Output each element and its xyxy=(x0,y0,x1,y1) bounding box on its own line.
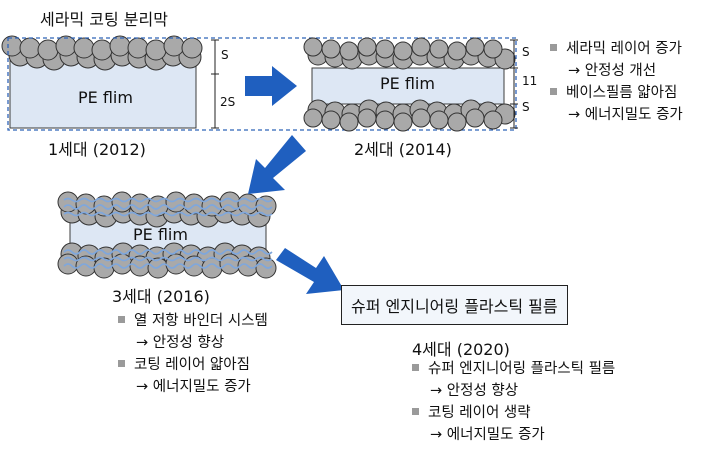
ceramic-particle xyxy=(375,39,395,59)
ceramic-particle xyxy=(411,37,431,57)
binder-line xyxy=(63,256,273,262)
ceramic-particle xyxy=(357,108,377,128)
note-item: 슈퍼 엔지니어링 플라스틱 필름 xyxy=(412,358,615,380)
note-sub: → 안정성 향상 xyxy=(136,335,225,351)
binder-line xyxy=(63,204,273,210)
ceramic-particle xyxy=(321,110,341,130)
ceramic-particle xyxy=(303,37,323,57)
note-sub: → 에너지밀도 증가 xyxy=(136,379,251,395)
ceramic-particle xyxy=(165,253,187,275)
gen3-notes: 열 저항 바인더 시스템 → 안정성 향상 코팅 레이어 얇아짐 → 에너지밀도… xyxy=(118,310,268,398)
binder-line xyxy=(63,249,273,255)
gen1-dimension xyxy=(211,39,219,129)
ceramic-particle xyxy=(357,37,377,57)
ceramic-particle xyxy=(181,37,203,59)
gen2-separator xyxy=(303,37,516,132)
ceramic-particle xyxy=(429,110,449,130)
gen1-film-label: PE flim xyxy=(78,88,133,107)
gen3-binder-lines xyxy=(63,197,273,269)
ceramic-particle xyxy=(393,41,413,61)
gen4-film-box: 슈퍼 엔지니어링 플라스틱 필름 xyxy=(341,285,568,325)
note-sub: → 안정성 향상 xyxy=(430,383,519,399)
gen1-dim-2s: 2S xyxy=(220,95,236,109)
gen3-separator xyxy=(57,191,277,279)
gen2-film xyxy=(311,67,505,105)
gen1-dim-s: S xyxy=(221,48,229,62)
gen2-dim-s-bottom: S xyxy=(522,100,530,114)
ceramic-particle xyxy=(75,193,97,215)
ceramic-particle xyxy=(129,193,151,215)
ceramic-particle xyxy=(411,108,431,128)
gen2-dim-11: 11 xyxy=(522,74,538,88)
arrow-gen2-to-gen3 xyxy=(248,135,306,194)
bullet-icon xyxy=(118,316,125,323)
arrow-gen1-to-gen2 xyxy=(245,66,297,106)
note-sub: → 에너지밀도 증가 xyxy=(430,427,545,443)
note-sub: → 안정성 개선 xyxy=(568,63,657,79)
gen2-film-label: PE flim xyxy=(380,74,435,93)
ceramic-particle xyxy=(483,39,503,59)
ceramic-particle xyxy=(127,37,149,59)
ceramic-particle xyxy=(429,39,449,59)
ceramic-particle xyxy=(237,193,259,215)
ceramic-particle xyxy=(163,35,185,57)
ceramic-particle xyxy=(37,39,59,61)
ceramic-particle xyxy=(321,39,341,59)
bullet-icon xyxy=(412,408,419,415)
ceramic-particle xyxy=(93,257,115,279)
ceramic-particle xyxy=(19,37,41,59)
gen4-film-label: 슈퍼 엔지니어링 플라스틱 필름 xyxy=(351,297,558,316)
ceramic-particle xyxy=(55,35,77,57)
binder-line xyxy=(63,263,273,269)
gen2-dimension xyxy=(510,39,518,129)
ceramic-particle xyxy=(165,191,187,213)
gen1-separator xyxy=(1,35,517,131)
ceramic-particle xyxy=(303,108,323,128)
ceramic-particle xyxy=(465,108,485,128)
ceramic-particle xyxy=(339,112,359,132)
binder-line xyxy=(63,211,273,217)
gen3-label: 3세대 (2016) xyxy=(112,287,210,306)
ceramic-particle xyxy=(447,112,467,132)
gen1-label: 1세대 (2012) xyxy=(48,140,146,159)
ceramic-particle xyxy=(129,255,151,277)
gen1-ceramic-layer xyxy=(1,35,203,71)
gen2-dim-s-top: S xyxy=(522,45,530,59)
gen3-film-label: PE flim xyxy=(133,225,188,244)
bullet-icon xyxy=(412,364,419,371)
note-item: 세라믹 레이어 증가 xyxy=(550,38,683,60)
ceramic-particle xyxy=(73,37,95,59)
gen4-label: 4세대 (2020) xyxy=(412,340,510,359)
ceramic-particle xyxy=(109,35,131,57)
gen2-label: 2세대 (2014) xyxy=(354,140,452,159)
gen4-notes: 슈퍼 엔지니어링 플라스틱 필름 → 안정성 향상 코팅 레이어 생략 → 에너… xyxy=(412,358,615,446)
bullet-icon xyxy=(550,88,557,95)
gen2-ceramic-layers xyxy=(303,37,516,132)
note-item: 코팅 레이어 생략 xyxy=(412,402,615,424)
diagram-title: 세라믹 코팅 분리막 xyxy=(40,10,168,29)
ceramic-particle xyxy=(483,110,503,130)
note-item: 코팅 레이어 얇아짐 xyxy=(118,354,268,376)
ceramic-particle xyxy=(375,110,395,130)
ceramic-particle xyxy=(183,193,205,215)
gen1-dashed-frame xyxy=(7,37,517,131)
bullet-icon xyxy=(550,44,557,51)
ceramic-particle xyxy=(393,112,413,132)
ceramic-particle xyxy=(447,41,467,61)
ceramic-particle xyxy=(465,37,485,57)
ceramic-particle xyxy=(1,35,23,57)
arrow-gen3-to-gen4 xyxy=(276,248,344,294)
ceramic-particle xyxy=(339,41,359,61)
note-item: 열 저항 바인더 시스템 xyxy=(118,310,268,332)
bullet-icon xyxy=(118,360,125,367)
binder-line xyxy=(63,197,273,203)
ceramic-particle xyxy=(145,39,167,61)
ceramic-particle xyxy=(91,39,113,61)
note-item: 베이스필름 얇아짐 xyxy=(550,82,683,104)
gen2-notes: 세라믹 레이어 증가 → 안정성 개선 베이스필름 얇아짐 → 에너지밀도 증가 xyxy=(550,38,683,126)
note-sub: → 에너지밀도 증가 xyxy=(568,107,683,123)
